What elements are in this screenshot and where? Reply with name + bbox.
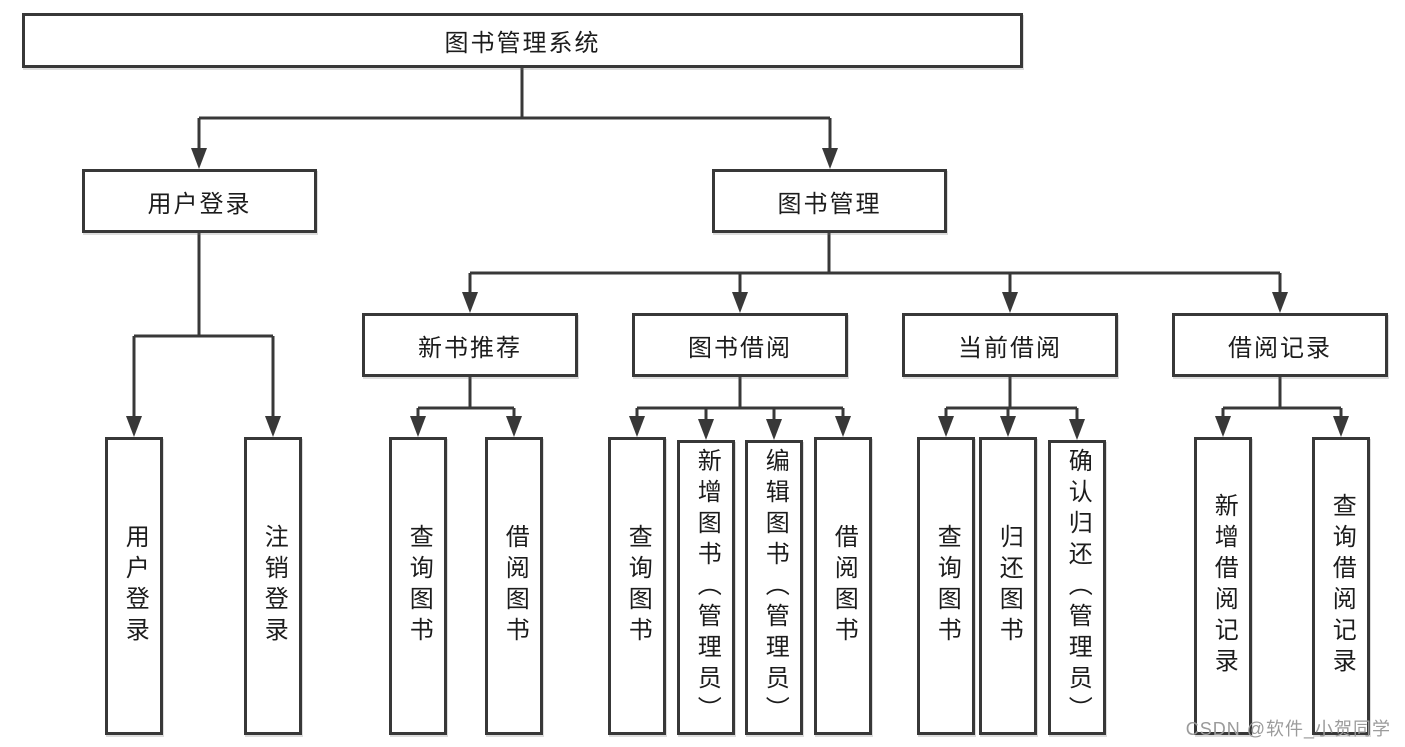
leaf-edit-book-admin: 编辑图书（管理员）: [745, 440, 803, 735]
node-label: 新增借阅记录: [1210, 493, 1238, 679]
node-label: 查询图书: [933, 524, 961, 648]
leaf-add-borrow-record: 新增借阅记录: [1194, 437, 1252, 735]
node-label: 图书管理: [777, 190, 882, 218]
connector-book-borrowing-to-leaves: [635, 377, 845, 421]
leaf-query-borrow-record: 查询借阅记录: [1312, 437, 1370, 735]
arrowhead: [410, 416, 426, 437]
node-book-management: 图书管理: [712, 169, 947, 233]
leaf-user-login: 用户登录: [105, 437, 163, 735]
arrowhead: [822, 148, 838, 169]
node-book-borrowing: 图书借阅: [632, 313, 848, 377]
arrowhead: [1000, 416, 1016, 437]
arrowhead: [732, 292, 748, 313]
arrowhead: [1272, 292, 1288, 313]
arrowhead: [1215, 416, 1231, 437]
node-user-login: 用户登录: [82, 169, 317, 233]
node-label: 新书推荐: [418, 334, 522, 362]
leaf-query-book-current: 查询图书: [917, 437, 975, 735]
node-current-borrowing: 当前借阅: [902, 313, 1118, 377]
leaf-query-book-recommend: 查询图书: [389, 437, 447, 735]
node-label: 用户登录: [147, 190, 252, 218]
leaf-borrow-book-borrowing: 借阅图书: [814, 437, 872, 735]
node-label: 确认归还（管理员）: [1064, 448, 1092, 727]
connector-borrowing-records-to-leaves: [1221, 377, 1343, 419]
node-label: 当前借阅: [958, 334, 1062, 362]
leaf-query-book-borrowing: 查询图书: [608, 437, 666, 735]
node-borrowing-records: 借阅记录: [1172, 313, 1388, 377]
node-label: 借阅图书: [501, 524, 529, 648]
node-label: 注销登录: [260, 524, 288, 648]
arrowhead: [629, 416, 645, 437]
arrowhead: [506, 416, 522, 437]
node-new-book-recommend: 新书推荐: [362, 313, 578, 377]
arrowhead: [126, 416, 142, 437]
connector-current-borrowing-to-leaves: [944, 377, 1079, 421]
arrowhead: [265, 416, 281, 437]
node-library-system: 图书管理系统: [22, 13, 1023, 68]
leaf-add-book-admin: 新增图书（管理员）: [677, 440, 735, 735]
node-label: 图书借阅: [688, 334, 792, 362]
leaf-logout: 注销登录: [244, 437, 302, 735]
node-label: 用户登录: [121, 524, 149, 648]
leaf-return-book: 归还图书: [979, 437, 1037, 735]
node-label: 查询图书: [405, 524, 433, 648]
node-label: 图书管理系统: [444, 30, 601, 57]
arrowhead: [938, 416, 954, 437]
arrowhead: [1002, 292, 1018, 313]
arrowheads: [126, 148, 1349, 440]
connector-user-login-to-leaves: [132, 232, 275, 419]
arrowhead: [462, 292, 478, 313]
node-label: 借阅记录: [1228, 334, 1332, 362]
node-label: 编辑图书（管理员）: [761, 448, 789, 727]
watermark: CSDN @软件_小贺同学: [1185, 719, 1391, 739]
connector-book-management-to-level3: [468, 233, 1282, 295]
arrowhead: [1069, 419, 1085, 440]
leaf-borrow-book-recommend: 借阅图书: [485, 437, 543, 735]
connector-root-to-level2: [197, 68, 832, 150]
arrowhead: [698, 419, 714, 440]
arrowhead: [835, 416, 851, 437]
arrowhead: [191, 148, 207, 169]
arrowhead: [766, 419, 782, 440]
arrowhead: [1333, 416, 1349, 437]
node-label: 借阅图书: [830, 524, 858, 648]
node-label: 新增图书（管理员）: [693, 448, 721, 727]
node-label: 归还图书: [995, 524, 1023, 648]
node-label: 查询图书: [624, 524, 652, 648]
connector-new-book-to-leaves: [416, 377, 516, 419]
node-label: 查询借阅记录: [1328, 493, 1356, 679]
leaf-confirm-return-admin: 确认归还（管理员）: [1048, 440, 1106, 735]
